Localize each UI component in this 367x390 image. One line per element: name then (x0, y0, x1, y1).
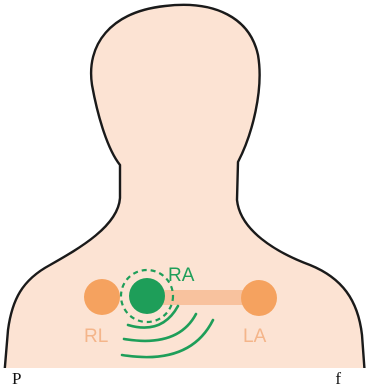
ra-label: RA (168, 265, 195, 286)
ra-electrode (129, 278, 165, 314)
la-electrode (241, 280, 277, 316)
caption-right-text: f (335, 369, 341, 389)
la-label: LA (243, 326, 267, 347)
torso-silhouette (0, 5, 366, 390)
caption-strip: P f (0, 368, 367, 390)
rl-electrode (84, 279, 120, 315)
caption-left-text: P (12, 369, 21, 389)
rl-label: RL (84, 326, 108, 347)
